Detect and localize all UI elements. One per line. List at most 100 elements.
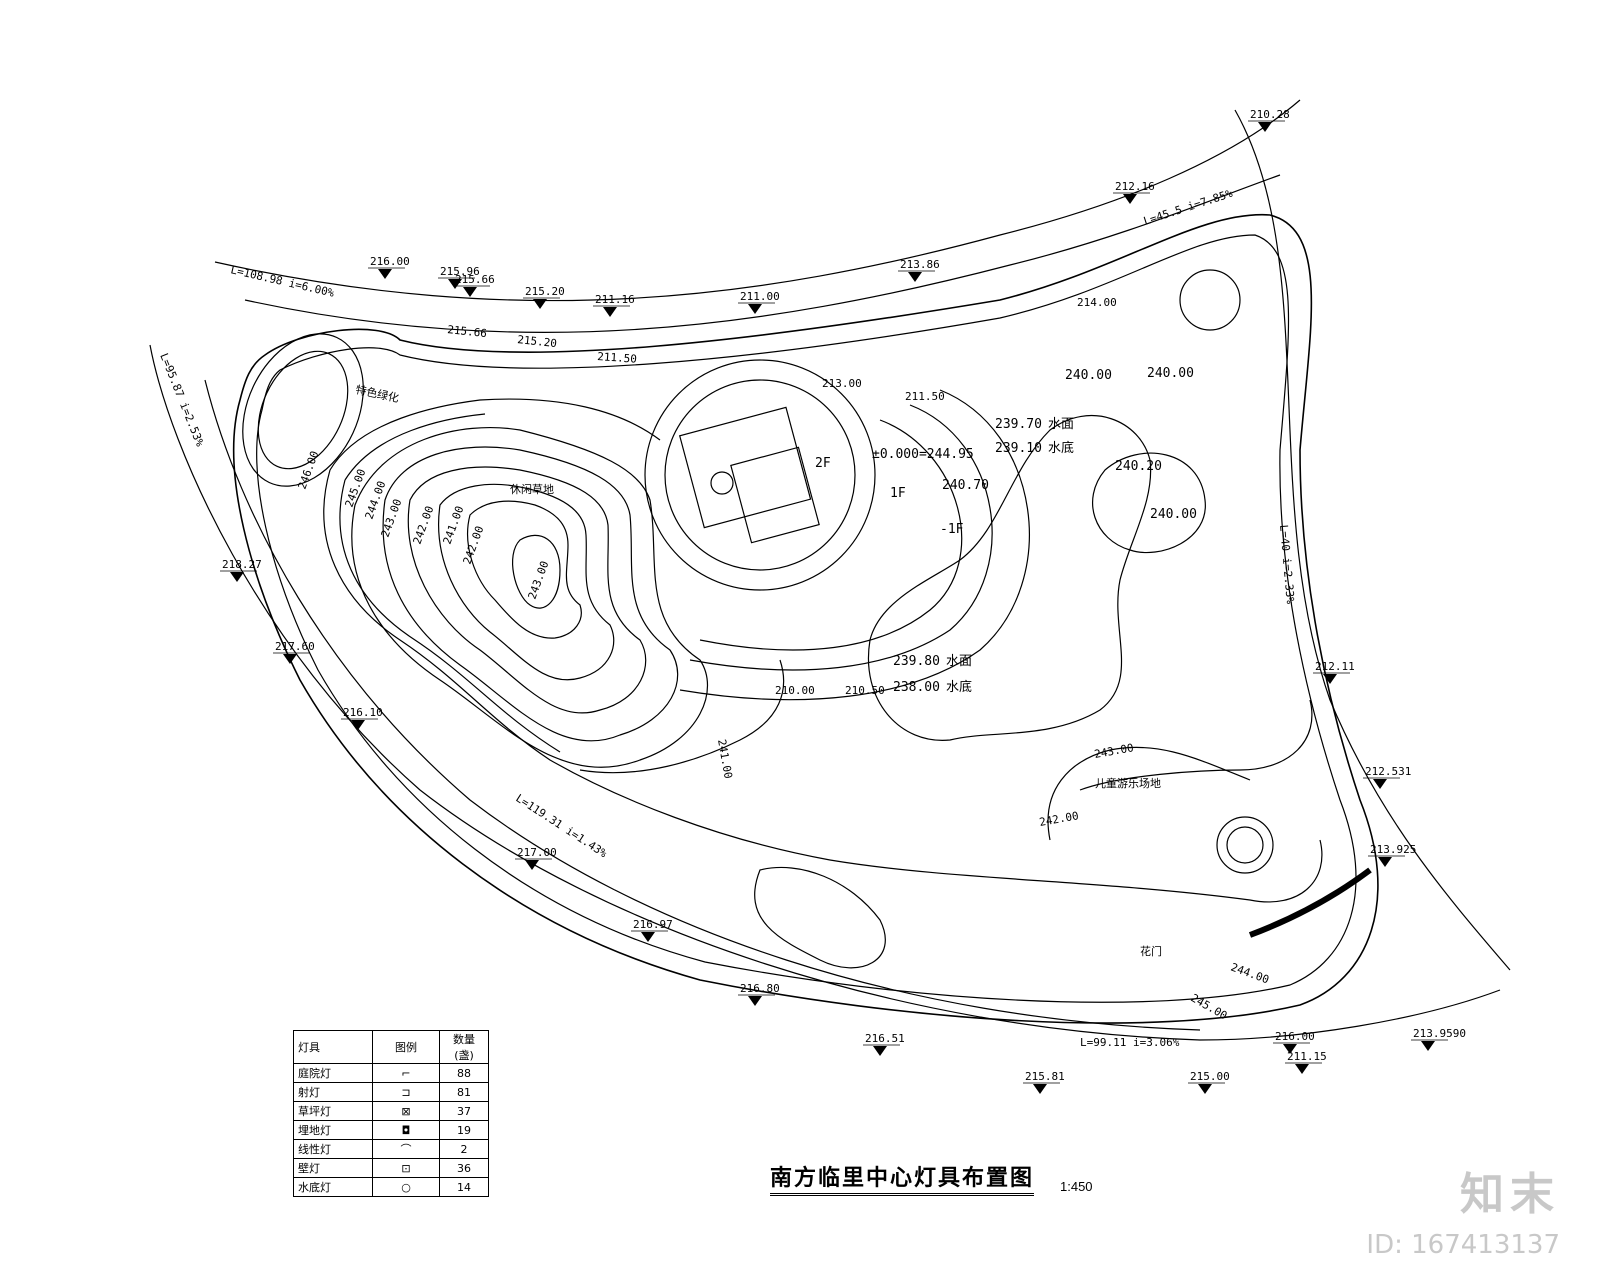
spot-level-label: 216.10 [343,706,383,719]
building-outer [644,359,876,591]
water-surface-level: 239.70 [995,417,1042,432]
contour-245 [382,446,679,742]
site-boundary [232,213,1379,1024]
contour-label: 242.00 [461,524,487,566]
contour-246 [351,427,709,768]
legend-count: 2 [439,1139,489,1159]
legend-count: 14 [439,1177,489,1197]
spot-level-label: 215.81 [1025,1070,1065,1083]
road-edge-west [149,344,1501,1041]
legend-row: 庭院灯 ⌐ 88 [293,1063,489,1083]
water-bottom-label: 水底 [946,679,972,695]
spot-level-label: 218.27 [222,558,262,571]
plaza-circle-se [1216,816,1274,874]
spot-level-marker: 211.15 [1285,1050,1327,1074]
site-level-label: 214.00 [1077,296,1117,309]
area-label-playground: 儿童游乐场地 [1095,776,1161,790]
flower-bed-south [1248,867,1372,938]
spot-level-label: 216.51 [865,1032,905,1045]
drawing-title: 南方临里中心灯具布置图 [770,1165,1035,1196]
contour-244 [407,466,647,714]
legend-row: 水底灯 ○ 14 [293,1177,489,1197]
legend-name: 水底灯 [293,1177,373,1197]
spot-level-label: 213.9590 [1413,1027,1466,1040]
plaza-circle-ne [1179,269,1241,331]
road-edge-east [1234,109,1511,971]
spot-level-triangle-icon [1283,1044,1297,1054]
spot-level-marker: 216.80 [738,982,780,1006]
walkway-loop [323,398,1323,903]
legend-header-symbol: 图例 [372,1030,440,1064]
legend-row: 壁灯 ⊡ 36 [293,1158,489,1178]
legend-count: 88 [439,1063,489,1083]
spot-level-triangle-icon [1123,194,1137,204]
spot-level-marker: 211.16 [593,293,635,317]
spot-level-marker: 216.10 [341,706,383,730]
pond-round [1092,452,1206,554]
pond-large [868,415,1152,741]
spot-level-triangle-icon [873,1046,887,1056]
spot-level-marker: 217.60 [273,640,315,664]
spot-level-label: 216.97 [633,918,673,931]
contour-label: 242.00 [1038,809,1079,829]
legend-row: 射灯 ⊐ 81 [293,1082,489,1102]
floor-label-1f: 1F [890,486,906,501]
pond-level-label: 240.00 [1147,366,1194,381]
pond-level-labels: 240.00 240.00 240.20 240.00 [1065,366,1197,522]
building-zero-level: ±0.000=244.95 [872,447,974,462]
spot-level-triangle-icon [908,272,922,282]
legend-row: 线性灯 ⌒ 2 [293,1139,489,1159]
legend-name: 草坪灯 [293,1101,373,1121]
contour-label: 246.00 [296,449,322,491]
legend-name: 壁灯 [293,1158,373,1178]
contour-label: 241.00 [441,504,467,546]
rock-garden [754,866,886,969]
water-surface-level: 239.80 [893,654,940,669]
spot-level-marker: 216.97 [631,918,673,942]
legend-name: 射灯 [293,1082,373,1102]
watermark-id: ID: 167413137 [1366,1230,1560,1260]
site-boundary-inner [256,234,1357,1003]
road-profile-east: L=40 i=2.33% [1277,524,1297,605]
spot-level-triangle-icon [1258,122,1272,132]
floor-label-2f: 2F [815,456,831,471]
spot-level-triangle-icon [1323,674,1337,684]
spot-level-label: 215.20 [525,285,565,298]
road-profile-south: L=99.11 i=3.06% [1080,1036,1180,1049]
contour-label: 243.00 [379,497,405,539]
water-surface-label: 水面 [1048,417,1074,432]
spot-level-label: 215.00 [1190,1070,1230,1083]
spot-level-label: 217.00 [517,846,557,859]
building-level-a: 240.70 [942,478,989,493]
path-curve-2 [1047,746,1251,841]
legend-header-name: 灯具 [293,1030,373,1064]
building-atrium [710,471,734,495]
spot-level-marker: 213.925 [1368,843,1416,867]
area-label-lawn: 休闲草地 [510,482,554,496]
site-level-label: 210.00 [775,684,815,697]
lighting-legend-table: 灯具 图例 数量(盏) 庭院灯 ⌐ 88 射灯 ⊐ 81 草坪灯 ⊠ 37 埋地… [293,1030,489,1197]
drawing-title-block: 南方临里中心灯具布置图 [770,1160,1035,1196]
building-ring [699,419,963,651]
legend-symbol: ⊡ [372,1158,440,1178]
spot-level-label: 211.00 [740,290,780,303]
spot-level-triangle-icon [525,860,539,870]
spot-level-marker: 217.00 [515,846,557,870]
watermark: 知末 ID: 167413137 [1366,1158,1560,1260]
spot-level-label: 211.16 [595,293,635,306]
legend-count: 19 [439,1120,489,1140]
spot-level-label: 210.28 [1250,108,1290,121]
spot-level-triangle-icon [448,279,462,289]
site-level-label: 211.50 [597,350,638,366]
area-labels: 特色绿化 休闲草地 儿童游乐场地 花门 [354,382,1162,958]
road-edge-north [214,99,1301,302]
feature-west-inner [257,350,349,470]
pond-level-label: 240.00 [1065,368,1112,383]
contour-label: 245.00 [343,467,369,509]
spot-level-marker: 215.00 [1188,1070,1230,1094]
spot-level-marker: 215.96 [438,265,480,289]
building-roof-grid [678,406,812,529]
pond-level-label: 240.20 [1115,459,1162,474]
spot-level-marker: 212.16 [1113,180,1155,204]
